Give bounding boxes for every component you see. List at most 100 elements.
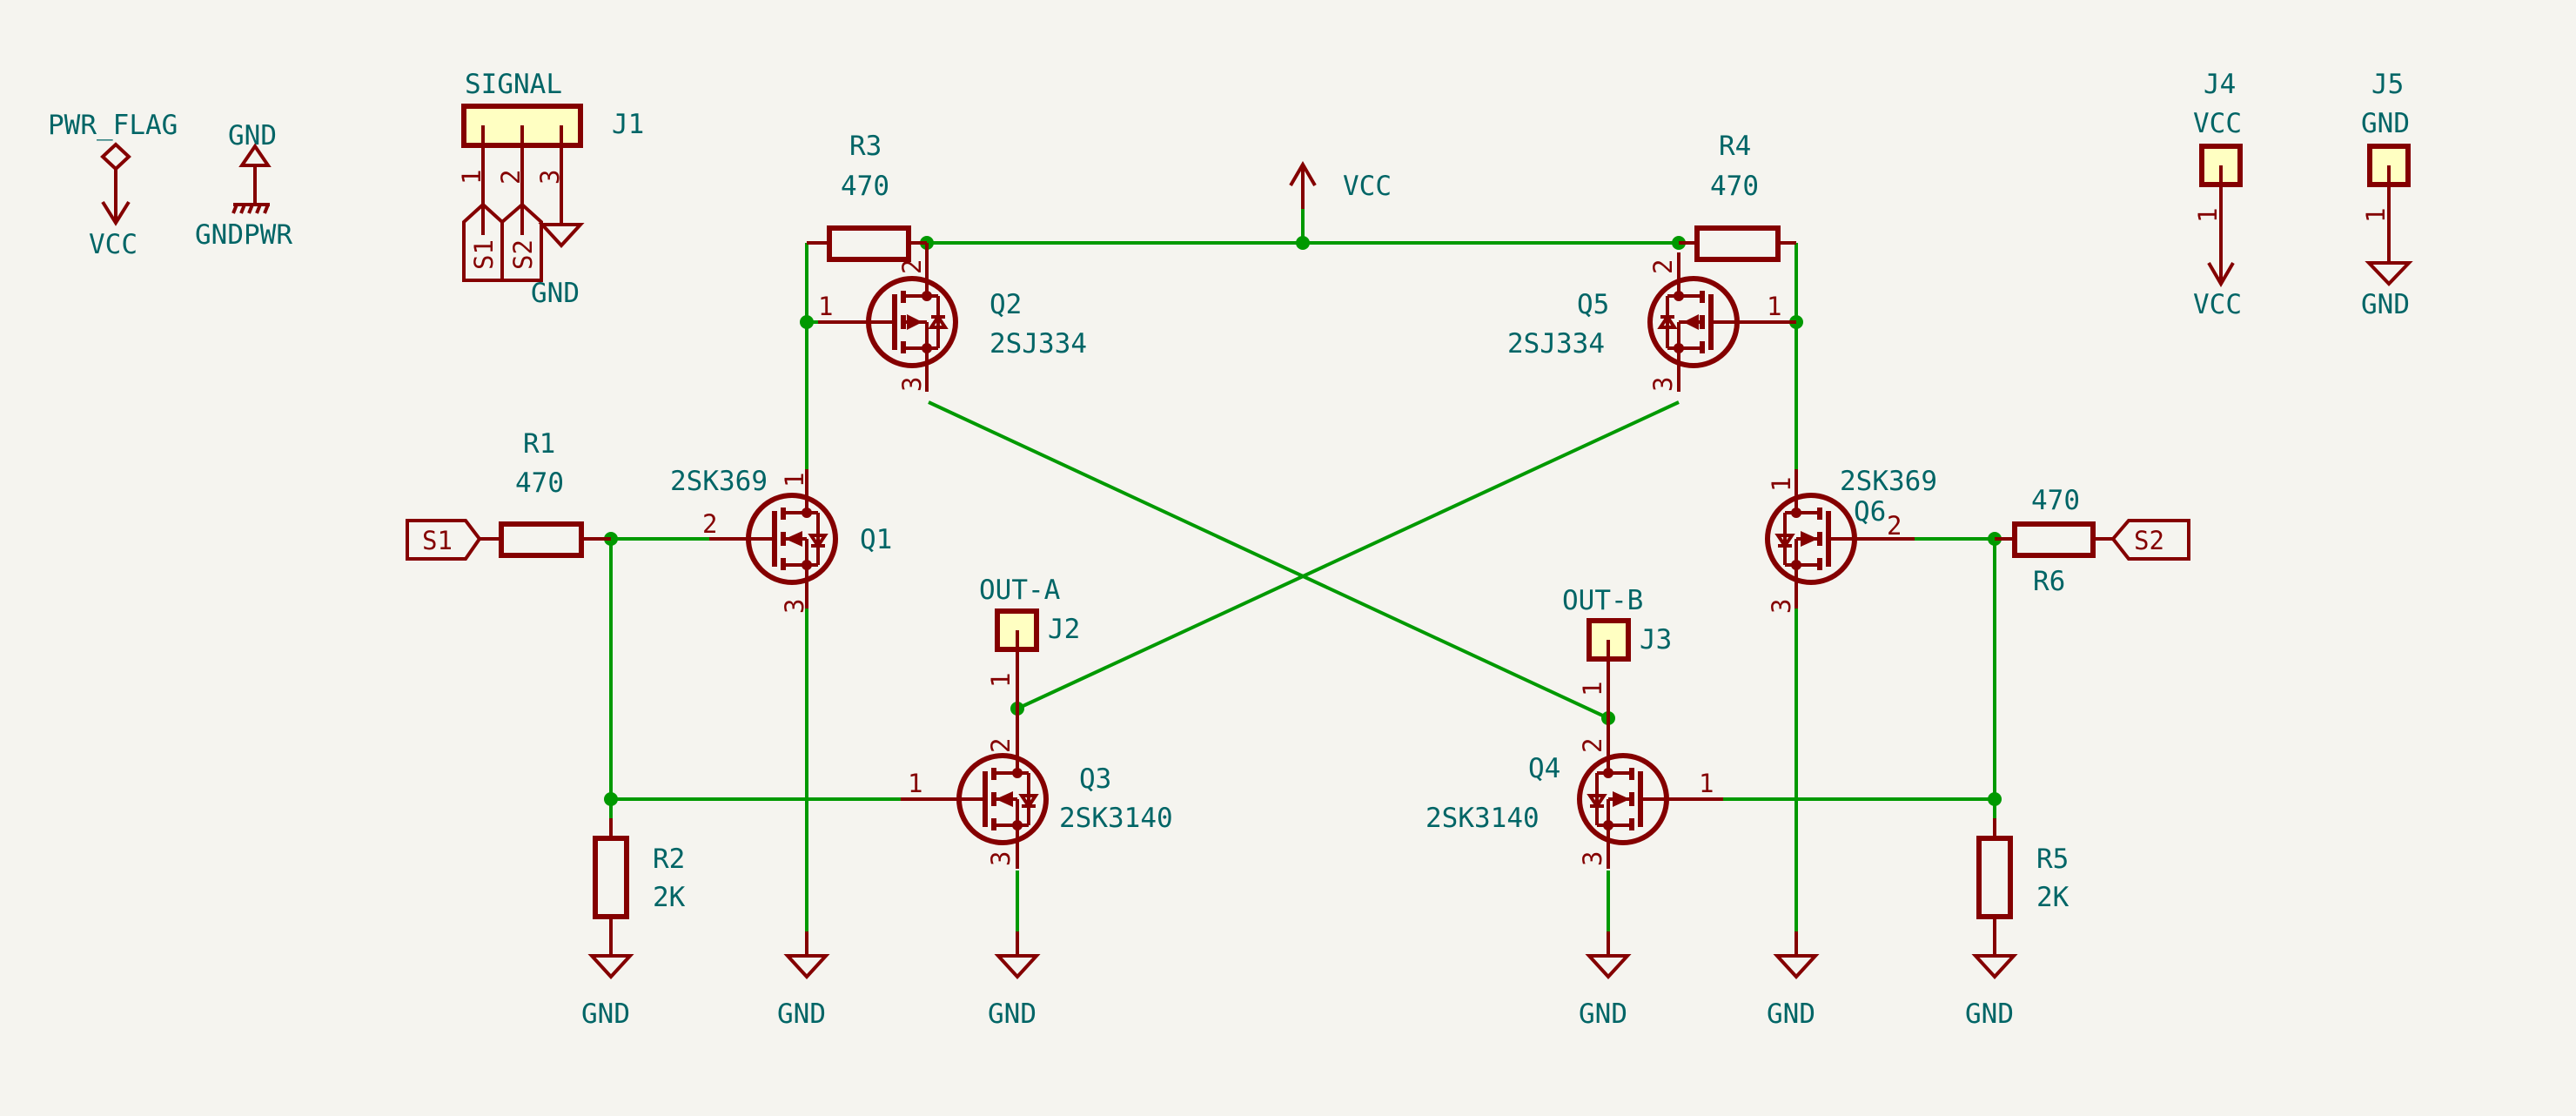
- vcc-arrow-icon: [2207, 261, 2235, 287]
- j1-gnd-icon: [538, 223, 585, 248]
- junctions: [604, 236, 2002, 806]
- j3-ref: J3: [1640, 624, 1672, 655]
- transistor-q6[interactable]: 1 2 3 2SK369 Q6: [1767, 466, 1937, 614]
- vcc-label: VCC: [1343, 171, 1392, 202]
- q2-pin1: 1: [818, 292, 833, 321]
- q5-ref: Q5: [1577, 289, 1609, 320]
- j2-value: OUT-A: [979, 575, 1061, 606]
- gnd-icon: [786, 954, 828, 978]
- transistor-q2[interactable]: 1 2 3 Q2 2SJ334: [818, 243, 1087, 392]
- q6-pin1: 1: [1767, 477, 1796, 492]
- q1-pin3: 3: [780, 599, 809, 614]
- resistor-r1[interactable]: R1 470: [499, 428, 611, 558]
- pwr-flag-label: PWR_FLAG: [48, 110, 178, 141]
- gnd-icon: [1587, 954, 1629, 978]
- j3-value: OUT-B: [1562, 585, 1643, 616]
- r4-value: 470: [1710, 171, 1759, 202]
- resistor-r2[interactable]: R2 2K: [593, 818, 686, 956]
- j4-ref: J4: [2204, 69, 2236, 100]
- transistor-q4[interactable]: 1 2 3 Q4 2SK3140: [1426, 718, 1723, 869]
- j1-ref: J1: [612, 109, 644, 140]
- gnd-symbol-q4[interactable]: GND: [1579, 931, 1629, 1030]
- gnd-label: GND: [581, 998, 630, 1030]
- gnd-label: GND: [777, 998, 826, 1030]
- j5-pin: 1: [2361, 208, 2391, 223]
- r3-value: 470: [841, 171, 889, 202]
- q2-pin2: 2: [897, 259, 927, 274]
- resistor-r6[interactable]: 470 R6: [1995, 485, 2096, 597]
- q6-pin2: 2: [1887, 511, 1902, 541]
- vcc-power-symbol[interactable]: VCC: [1289, 161, 1392, 209]
- j3-pin: 1: [1578, 682, 1607, 696]
- j4-net: VCC: [2193, 289, 2242, 320]
- j1-pin1: 1: [457, 170, 486, 185]
- q2-value: 2SJ334: [989, 328, 1087, 360]
- q4-pin2: 2: [1578, 738, 1607, 753]
- q4-value: 2SK3140: [1426, 803, 1540, 834]
- q1-ref: Q1: [860, 524, 892, 555]
- connector-j5[interactable]: J5 GND 1 GND: [2361, 69, 2413, 320]
- junction-dot: [800, 315, 814, 329]
- junction-dot: [604, 792, 618, 806]
- gnd-symbol-q1[interactable]: GND: [777, 931, 828, 1030]
- connector-j4[interactable]: J4 VCC 1 VCC: [2193, 69, 2243, 320]
- resistor-r4[interactable]: R4 470: [1679, 131, 1796, 262]
- q1-value: 2SK369: [670, 466, 768, 497]
- junction-dot: [1988, 792, 2002, 806]
- gnd-symbol-q3[interactable]: GND: [988, 931, 1038, 1030]
- connector-j2[interactable]: OUT-A J2 1: [979, 575, 1080, 709]
- pwr-flag-diamond-icon: [100, 142, 131, 171]
- q1-pin2: 2: [702, 509, 717, 539]
- j1-pin3: 3: [535, 170, 565, 185]
- q4-pin3: 3: [1578, 851, 1607, 866]
- global-label-s1[interactable]: S1: [406, 519, 501, 561]
- transistor-q3[interactable]: 1 2 3 Q3 2SK3140: [901, 709, 1173, 869]
- j5-value: GND: [2361, 108, 2410, 139]
- r2-value: 2K: [653, 882, 686, 913]
- r6-value: 470: [2031, 485, 2080, 516]
- j1-gnd-label: GND: [531, 278, 580, 309]
- connector-j3[interactable]: OUT-B J3 1: [1562, 585, 1672, 718]
- gnd-label: GND: [228, 120, 277, 151]
- gnd-icon: [1974, 954, 2016, 978]
- wires: [609, 209, 1996, 931]
- q3-pin3: 3: [986, 851, 1016, 866]
- transistor-q5[interactable]: 1 2 3 Q5 2SJ334: [1507, 252, 1796, 392]
- r5-body: [1976, 836, 2013, 919]
- j5-ref: J5: [2371, 69, 2404, 100]
- r1-body: [499, 521, 584, 558]
- r6-body: [2012, 521, 2096, 558]
- j2-ref: J2: [1048, 614, 1080, 645]
- pwr-flag-net-label: VCC: [89, 229, 138, 260]
- q5-pin1: 1: [1767, 292, 1781, 321]
- j1-s1-text: S1: [469, 239, 499, 270]
- resistor-r3[interactable]: R3 470: [807, 131, 927, 262]
- r3-ref: R3: [849, 131, 882, 162]
- q3-ref: Q3: [1079, 763, 1111, 795]
- q2-pin3: 3: [897, 377, 927, 392]
- q5-value: 2SJ334: [1507, 328, 1605, 360]
- j4-pin: 1: [2193, 208, 2223, 223]
- s1-label-shape: [406, 519, 482, 561]
- transistor-q1[interactable]: 1 2 3 2SK369 Q1: [670, 466, 892, 614]
- gnd-symbol-q6[interactable]: GND: [1767, 931, 1817, 1030]
- global-label-s2[interactable]: S2: [2093, 519, 2190, 561]
- gnd-symbol-r5[interactable]: GND: [1965, 954, 2016, 1030]
- q6-ref: Q6: [1854, 496, 1886, 528]
- vcc-arrow-icon: [1289, 161, 1317, 187]
- gndpwr-symbol[interactable]: GND GNDPWR: [195, 120, 292, 251]
- r6-ref: R6: [2033, 566, 2065, 597]
- gnd-icon: [2365, 261, 2413, 286]
- pwr-flag-symbol[interactable]: PWR_FLAG VCC: [48, 110, 178, 260]
- j1-label-s2: [500, 202, 543, 282]
- r1-value: 470: [515, 467, 564, 499]
- s2-label-text: S2: [2134, 526, 2164, 555]
- gnd-symbol-r2[interactable]: GND: [581, 954, 632, 1030]
- resistor-r5[interactable]: R5 2K: [1976, 818, 2070, 956]
- gnd-label: GND: [1767, 998, 1815, 1030]
- r5-ref: R5: [2036, 844, 2069, 875]
- r4-body: [1694, 225, 1781, 262]
- wire-cross-q5-q3: [1016, 400, 1680, 710]
- connector-j1[interactable]: SIGNAL J1 1 2 3 S1 S2 GND: [457, 69, 644, 309]
